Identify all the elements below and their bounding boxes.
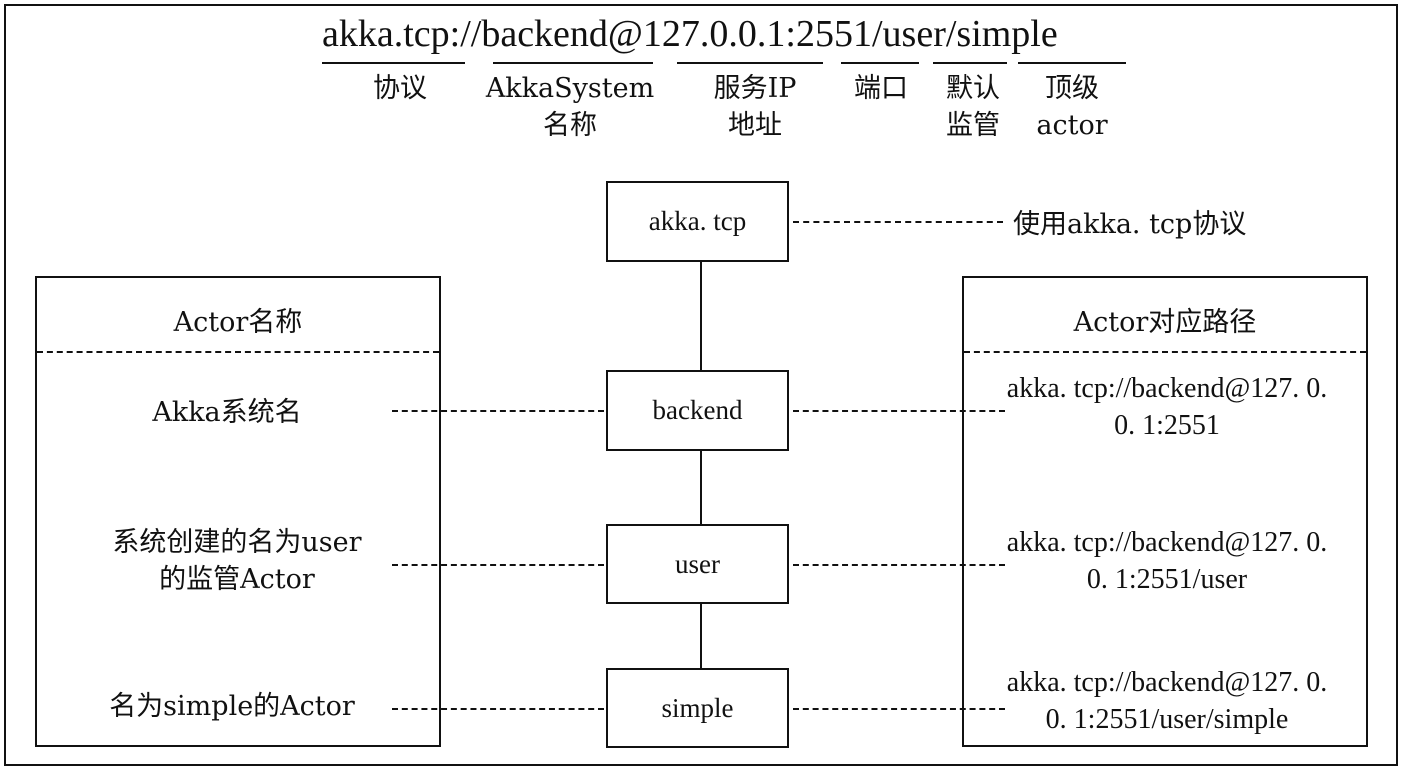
segment-underline-protocol: [322, 62, 465, 64]
node-user-label: user: [675, 548, 720, 579]
actor-name-row-user: 系统创建的名为user 的监管Actor: [112, 527, 362, 595]
segment-label-top-actor: 顶级 actor: [1036, 73, 1108, 141]
node-protocol: akka. tcp: [606, 181, 789, 262]
dashed-link-left-user: [392, 564, 604, 566]
dashed-link-right-backend: [793, 410, 1005, 412]
connector-user-simple: [700, 604, 702, 668]
actor-path-panel: Actor对应路径 akka. tcp://backend@127. 0. 0.…: [962, 276, 1368, 747]
actor-path-row-backend: akka. tcp://backend@127. 0. 0. 1:2551: [1006, 373, 1328, 441]
dashed-link-left-backend: [392, 410, 604, 412]
segment-label-protocol: 协议: [373, 73, 427, 104]
node-backend: backend: [606, 370, 789, 451]
segment-label-port: 端口: [854, 73, 908, 104]
segment-underline-default-guardian: [933, 62, 1007, 64]
node-user: user: [606, 524, 789, 604]
node-simple-label: simple: [661, 692, 734, 723]
connector-protocol-backend: [700, 262, 702, 372]
outer-border: [4, 4, 1398, 766]
segment-label-system-name: AkkaSystem 名称: [485, 73, 655, 141]
actor-name-row-simple: 名为simple的Actor: [109, 691, 355, 722]
actor-name-panel-divider: [37, 351, 439, 353]
actor-path-row-simple: akka. tcp://backend@127. 0. 0. 1:2551/us…: [1006, 667, 1328, 735]
connector-backend-user: [700, 451, 702, 525]
protocol-note: 使用akka. tcp协议: [1013, 209, 1247, 240]
node-simple: simple: [606, 668, 789, 748]
actor-name-panel-title: Actor名称: [173, 307, 303, 338]
dashed-link-right-simple: [793, 708, 1005, 710]
actor-name-panel: Actor名称 Akka系统名 系统创建的名为user 的监管Actor 名为s…: [35, 276, 441, 747]
actor-path-panel-divider: [964, 351, 1366, 353]
segment-underline-top-actor: [1018, 62, 1126, 64]
node-protocol-label: akka. tcp: [648, 206, 747, 236]
node-backend-label: backend: [652, 395, 743, 425]
segment-label-ip: 服务IP 地址: [713, 73, 797, 141]
actor-path-panel-title: Actor对应路径: [1073, 307, 1257, 338]
dashed-link-left-simple: [392, 708, 604, 710]
segment-label-default-guardian: 默认 监管: [946, 73, 1000, 141]
segment-underline-system-name: [493, 62, 653, 64]
segment-underline-port: [841, 62, 919, 64]
segment-underline-ip: [677, 62, 823, 64]
actor-name-row-system: Akka系统名: [152, 397, 302, 428]
full-actor-path: akka.tcp://backend@127.0.0.1:2551/user/s…: [322, 13, 1058, 55]
actor-path-row-user: akka. tcp://backend@127. 0. 0. 1:2551/us…: [1006, 527, 1328, 595]
dashed-link-right-user: [793, 564, 1005, 566]
dashed-link-protocol-note: [793, 221, 1003, 223]
